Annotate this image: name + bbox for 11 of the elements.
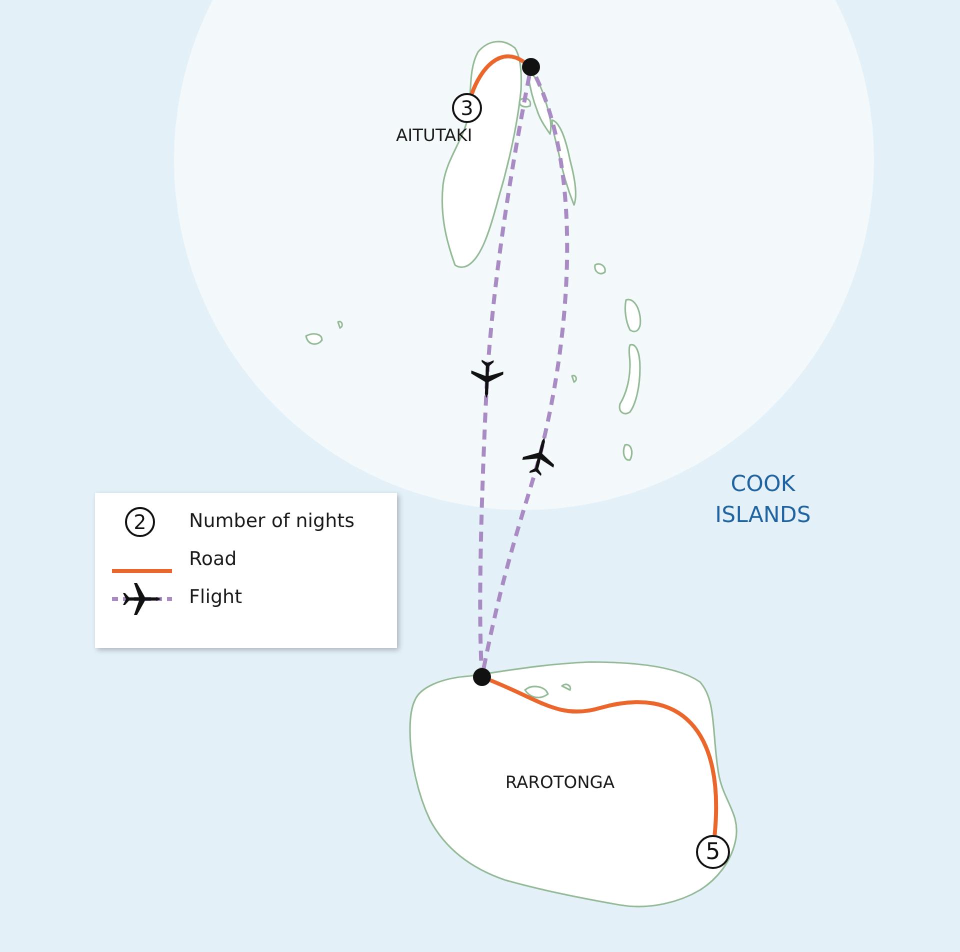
legend-text: Flight <box>189 586 242 608</box>
road-route <box>490 678 718 836</box>
island-name: RAROTONGA <box>504 773 616 793</box>
airport-dot <box>473 668 491 686</box>
legend-text: Road <box>189 548 237 570</box>
flight-route <box>478 75 532 668</box>
region-name: COOK ISLANDS <box>714 471 812 530</box>
legend-text: Number of nights <box>189 510 354 532</box>
flight-route <box>482 74 570 669</box>
road-route <box>470 54 525 95</box>
island-name: AITUTAKI <box>396 126 472 146</box>
